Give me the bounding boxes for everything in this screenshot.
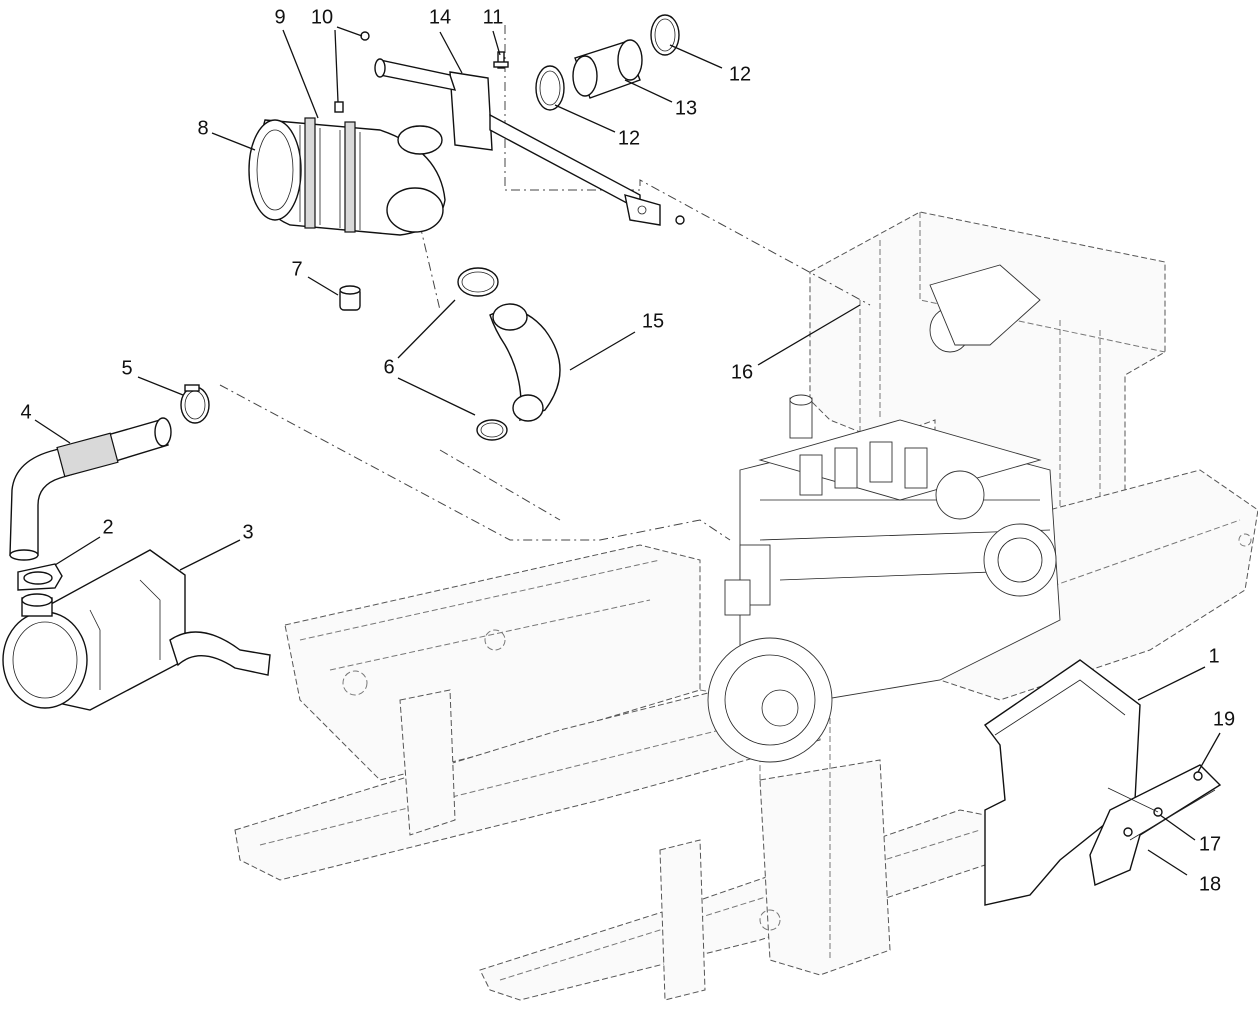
part-14-bracket bbox=[374, 58, 685, 226]
callout-13: 13 bbox=[675, 97, 697, 119]
callout-18: 18 bbox=[1199, 873, 1221, 895]
callout-6a: 6 bbox=[383, 356, 394, 378]
callout-15: 15 bbox=[642, 310, 664, 332]
callout-1: 1 bbox=[1208, 645, 1219, 667]
callout-labels: 1 2 3 4 5 6 6 7 8 9 10 11 12 12 13 14 15… bbox=[20, 6, 1235, 895]
callout-10: 10 bbox=[311, 6, 333, 28]
part-7-dust-valve bbox=[339, 285, 361, 311]
callout-3: 3 bbox=[242, 521, 253, 543]
callout-17: 17 bbox=[1199, 833, 1221, 855]
callout-5: 5 bbox=[121, 357, 132, 379]
callout-2: 2 bbox=[102, 516, 113, 538]
callout-12a: 12 bbox=[729, 63, 751, 85]
callout-4: 4 bbox=[20, 401, 31, 423]
leader-lines bbox=[34, 26, 1221, 876]
callout-11: 11 bbox=[483, 6, 504, 28]
part-3-muffler bbox=[2, 549, 271, 711]
part-5-clamp bbox=[180, 384, 210, 424]
callout-14: 14 bbox=[429, 6, 451, 28]
callout-7: 7 bbox=[291, 258, 302, 280]
callout-16: 16 bbox=[731, 361, 753, 383]
machine-frame bbox=[234, 211, 1258, 1001]
part-2-gasket bbox=[17, 563, 63, 591]
part-4-exhaust-pipe bbox=[9, 417, 172, 561]
callout-19: 19 bbox=[1213, 708, 1235, 730]
part-17-18-19-bracket bbox=[1089, 764, 1222, 886]
callout-8: 8 bbox=[197, 117, 208, 139]
part-15-elbow-hose bbox=[457, 267, 561, 441]
hardware-bolts bbox=[334, 31, 509, 113]
part-8-air-cleaner bbox=[248, 117, 446, 236]
part-12-13-intake-hose bbox=[535, 14, 680, 111]
engine-assembly bbox=[707, 264, 1061, 763]
callout-9: 9 bbox=[274, 6, 285, 28]
part-1-heat-shield bbox=[984, 659, 1141, 906]
callout-12b: 12 bbox=[618, 127, 640, 149]
